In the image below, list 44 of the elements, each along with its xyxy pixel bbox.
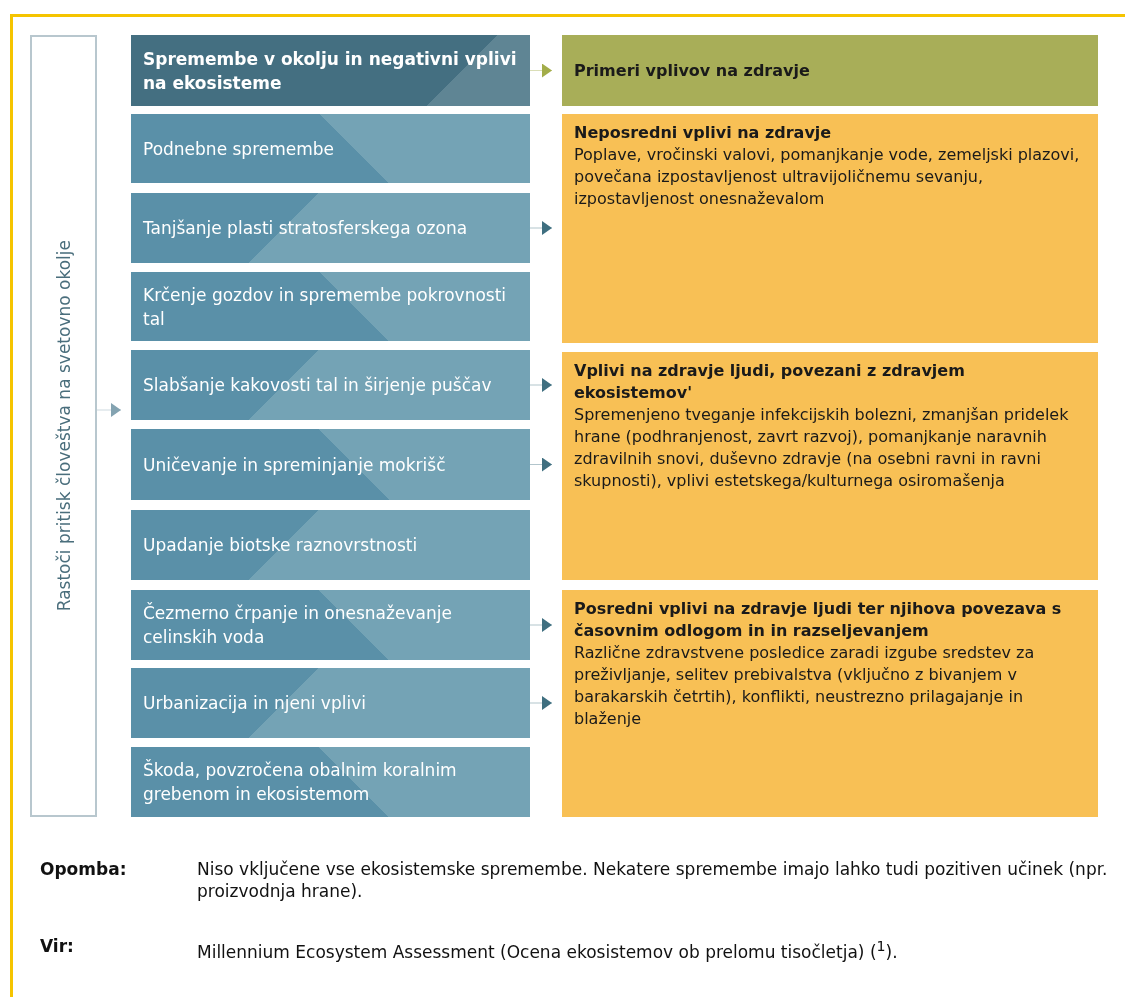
arrow — [529, 221, 553, 235]
box-text: Slabšanje kakovosti tal in širjenje puščav — [143, 374, 493, 397]
impact-box — [562, 114, 1098, 343]
note-text: Niso vključene vse ekosistemske spremembe. Nekatere spremembe imajo lahko tudi pozitiven učinek (npr. proizvodnja hrane). — [197, 858, 1109, 902]
box-heading: Vplivi na zdravje ljudi, povezani z zdravjem ekosistemov' — [574, 360, 966, 404]
change-box — [131, 668, 530, 738]
side-bar-box — [30, 35, 97, 817]
box-text: Čezmerno črpanje in onesnaževanje celinskih voda — [143, 601, 453, 649]
change-box — [131, 114, 530, 183]
arrow — [529, 618, 553, 632]
change-box — [131, 747, 530, 817]
change-box — [131, 35, 530, 106]
change-box — [131, 193, 530, 263]
box-text: Različne zdravstvene posledice zaradi izgube sredstev za preživljanje, selitev prebivalstva (vključno z bivanjem v barakarskih četrtih), konflikti, neustrezno prilagajanje in blaženje — [574, 642, 1036, 730]
box-text: Urbanizacija in njeni vplivi — [143, 692, 367, 715]
change-box — [131, 429, 530, 500]
box-text: Primeri vplivov na zdravje — [574, 59, 811, 82]
box-text: Podnebne spremembe — [143, 137, 336, 161]
box-heading: Posredni vplivi na zdravje ljudi ter njihova povezava s časovnim odlogom in in razseljevanjem — [574, 598, 1063, 642]
arrow — [529, 378, 553, 392]
arrow — [96, 403, 122, 417]
box-text: Tanjšanje plasti stratosferskega ozona — [143, 217, 469, 240]
box-text: Škoda, povzročena obalnim koralnim grebenom in ekosistemom — [143, 758, 458, 806]
box-heading: Neposredni vplivi na zdravje — [574, 122, 833, 144]
arrow — [529, 63, 553, 78]
note-heading: Vir: — [40, 935, 75, 957]
note-text: Millennium Ecosystem Assessment (Ocena ekosistemov ob prelomu tisočletja) ($^{1}$). — [197, 937, 899, 963]
box-text: Rastoči pritisk človeštva na svetovno okolje — [53, 240, 74, 612]
note-heading: Opomba: — [40, 858, 128, 880]
impact-box — [562, 352, 1098, 580]
box-text: Poplave, vročinski valovi, pomanjkanje vode, zemeljski plazovi, povečana izpostavljenost ultravijoličnemu sevanju, izpostavljenost onesnaževalom — [574, 144, 1081, 210]
impact-box — [562, 35, 1098, 106]
arrow — [529, 696, 553, 710]
change-box — [131, 590, 530, 660]
impact-box — [562, 590, 1098, 817]
arrow — [529, 457, 553, 472]
box-text: Upadanje biotske raznovrstnosti — [143, 534, 419, 557]
box-text: Krčenje gozdov in spremembe pokrovnosti tal — [143, 283, 508, 331]
change-box — [131, 350, 530, 420]
box-text: Spremembe v okolju in negativni vplivi na ekosisteme — [143, 47, 518, 95]
box-text: Spremenjeno tveganje infekcijskih bolezni, zmanjšan pridelek hrane (podhranjenost, zavrt razvoj), pomanjkanje naravnih zdravilnih snovi, duševno zdravje (na osebni ravni in ravni skupnosti), vplivi estetskega/kulturnega osiromašenja — [574, 404, 1070, 492]
change-box — [131, 510, 530, 580]
box-text: Uničevanje in spreminjanje mokrišč — [143, 453, 447, 477]
change-box — [131, 272, 530, 341]
